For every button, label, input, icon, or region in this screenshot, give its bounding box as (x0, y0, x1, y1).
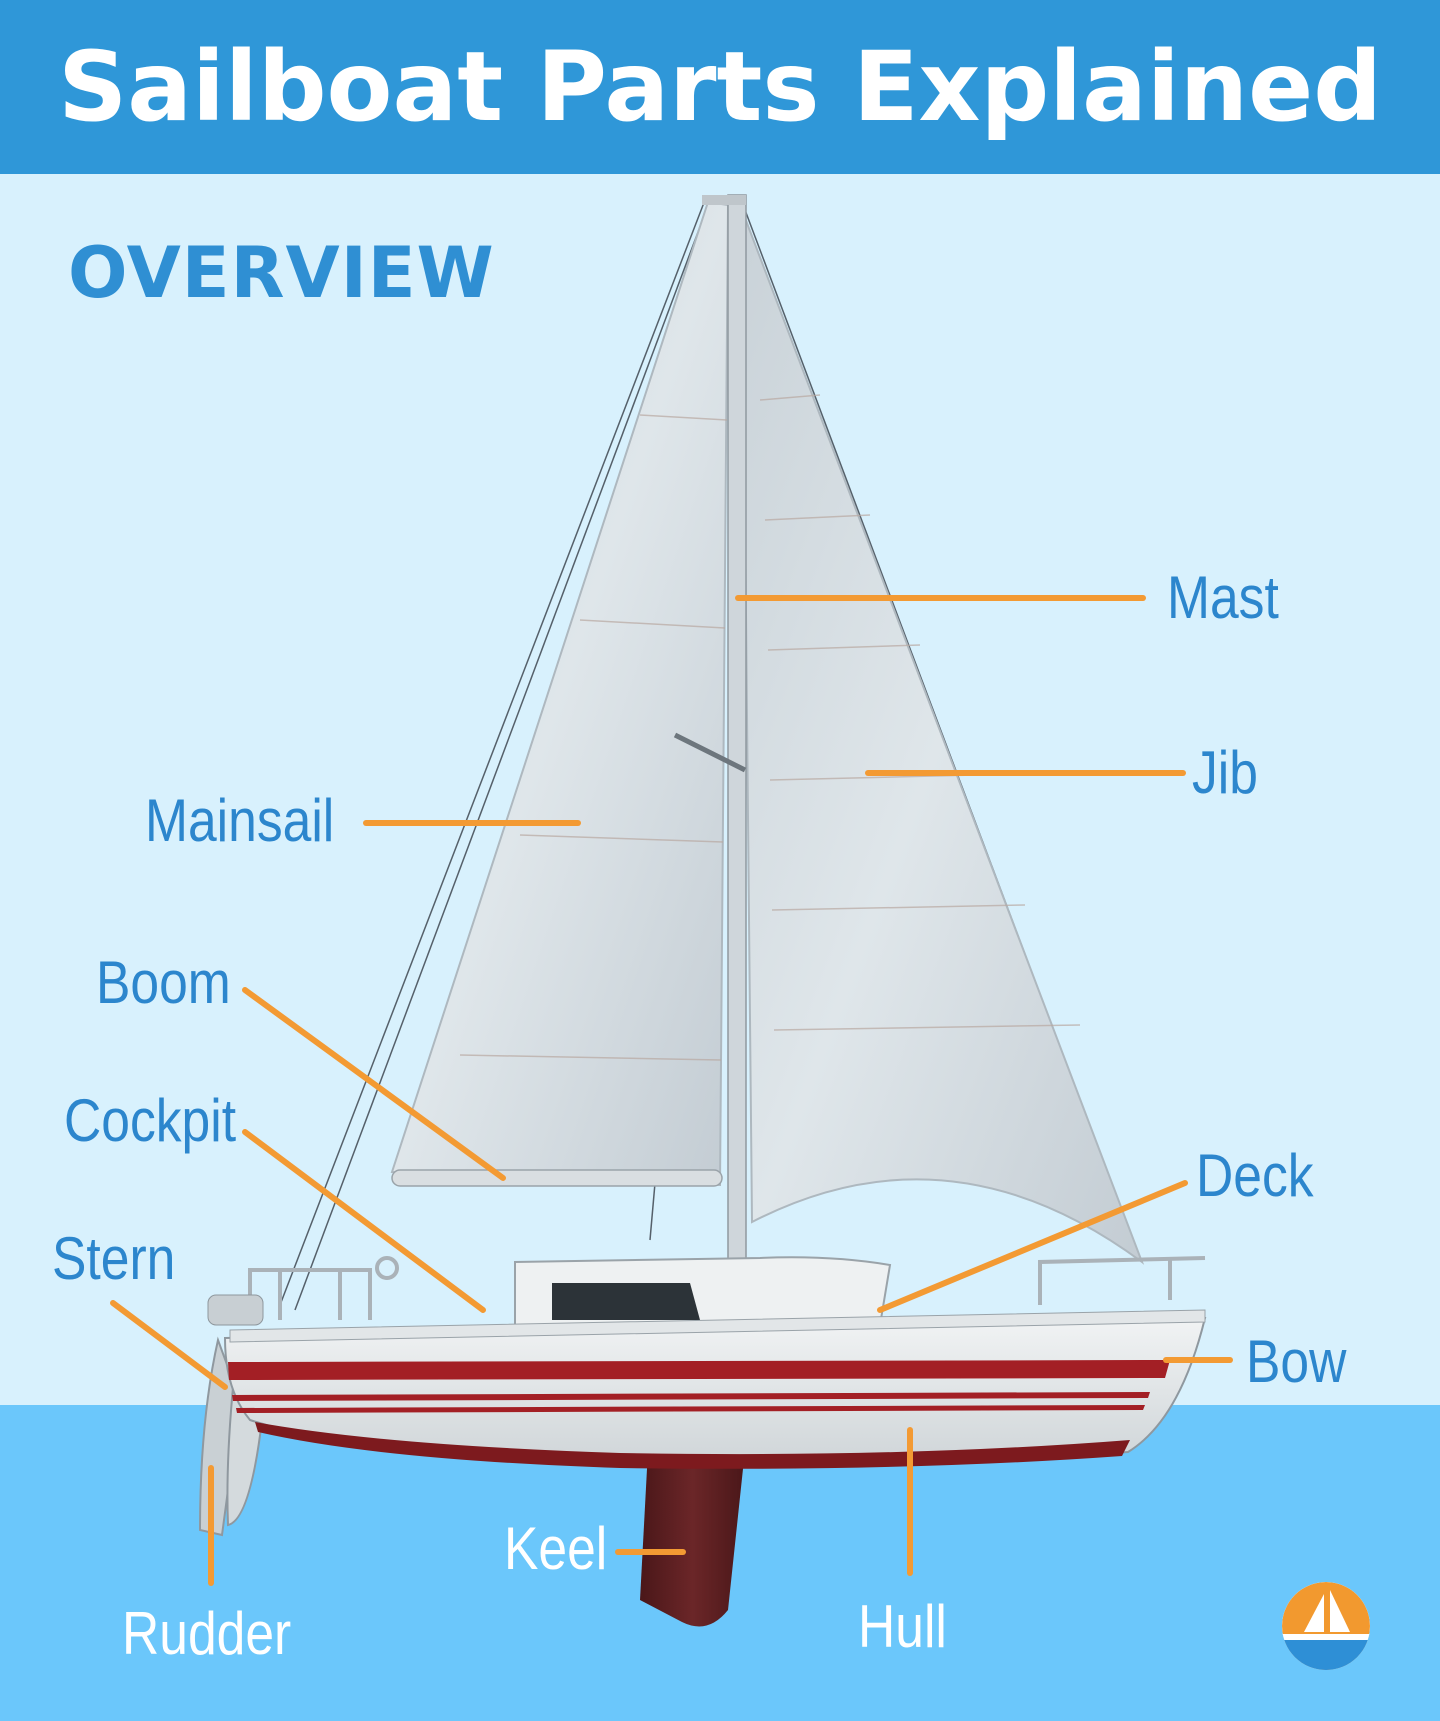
leader-stern (110, 1300, 228, 1390)
label-jib: Jib (1192, 739, 1258, 806)
leader-boom (242, 987, 506, 1181)
label-rudder: Rudder (122, 1600, 292, 1667)
label-deck: Deck (1196, 1142, 1314, 1209)
page-title: Sailboat Parts Explained (58, 31, 1382, 143)
leader-cockpit (242, 1129, 486, 1313)
keel-shape (640, 1450, 745, 1627)
header-bar: Sailboat Parts Explained (0, 0, 1440, 174)
label-boom: Boom (96, 949, 231, 1016)
mainsail-shape (390, 200, 730, 1187)
sailboat-logo-icon (1282, 1582, 1370, 1670)
label-keel: Keel (504, 1515, 608, 1582)
label-bow: Bow (1246, 1328, 1347, 1395)
label-mainsail: Mainsail (145, 787, 335, 854)
jib-shape (741, 209, 1145, 1265)
mast-shape (727, 194, 747, 1276)
boom-shape (391, 1169, 723, 1187)
leader-deck (877, 1180, 1188, 1313)
label-hull: Hull (858, 1593, 947, 1660)
label-cockpit: Cockpit (64, 1087, 237, 1154)
leader-lines (110, 595, 1233, 1586)
section-title: OVERVIEW (68, 232, 495, 314)
label-mast: Mast (1167, 564, 1279, 631)
label-stern: Stern (52, 1225, 176, 1292)
